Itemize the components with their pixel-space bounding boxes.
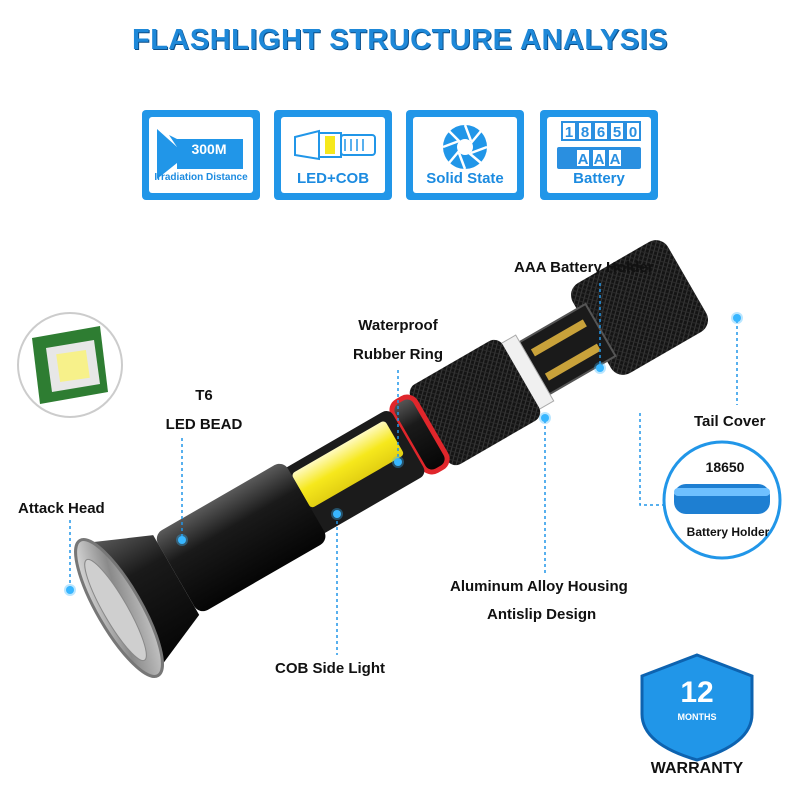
battery-icon: 1 8 6 5 0 A A A Battery [547,117,651,193]
callout-waterproof-line1: Waterproof [358,317,438,334]
battery-holder-label: Battery Holder [686,525,770,539]
callout-t6-line1: T6 [195,387,213,404]
warranty-badge [640,653,754,762]
callout-waterproof-line2: Rubber Ring [353,346,443,363]
feature-card-led-cob: LED+COB [274,110,392,200]
cob-side-light [292,421,404,508]
callout-aluminum-line2: Antislip Design [487,606,597,623]
battery-18650-inset [662,440,782,560]
battery-cell-digit: 0 [625,121,641,141]
flashlight-icon [294,129,376,161]
callout-dot [333,510,341,518]
battery-cell-digit: 5 [609,121,625,141]
battery-cell-letter: A [607,148,623,168]
callout-dot [178,536,186,544]
callout-aluminum-line1: Aluminum Alloy Housing [450,578,628,595]
callout-dot [394,458,402,466]
solid-state-label: Solid State [426,170,504,187]
distance-value: 300M [191,141,227,157]
page-title: FLASHLIGHT STRUCTURE ANALYSIS [132,24,668,56]
aperture-icon [442,124,488,170]
feature-card-distance: 300M Irradiation Distance [142,110,260,200]
battery-label: Battery [573,170,625,187]
callout-tail-cover: Tail Cover [694,413,766,430]
warranty-unit: MONTHS [677,712,717,722]
warranty-number: 12 [680,676,714,709]
beam-distance-icon [157,129,243,179]
battery-cell-digit: 6 [593,121,609,141]
feature-card-battery: 1 8 6 5 0 A A A Battery [540,110,658,200]
feature-card-solid-state: Solid State [406,110,524,200]
distance-label: Irradiation Distance [154,172,248,183]
battery-model-label: 18650 [705,459,745,475]
callout-dot [541,414,549,422]
warranty-label: WARRANTY [650,760,744,777]
battery-cell-digit: 1 [561,121,577,141]
callout-cob-side-light: COB Side Light [275,660,385,677]
aluminum-housing [409,339,541,466]
callout-dot [66,586,74,594]
callout-dot [596,364,604,372]
led-cob-label: LED+COB [296,170,370,187]
led-bead-inset [17,312,123,418]
callout-t6-line2: LED BEAD [165,416,243,433]
callout-aaa-battery-holder: AAA Battery Holder [514,259,654,276]
battery-cell-digit: 8 [577,121,593,141]
callout-attack-head: Attack Head [18,500,105,517]
callout-dot [733,314,741,322]
battery-cell-letter: A [575,148,591,168]
battery-cell-letter: A [591,148,607,168]
